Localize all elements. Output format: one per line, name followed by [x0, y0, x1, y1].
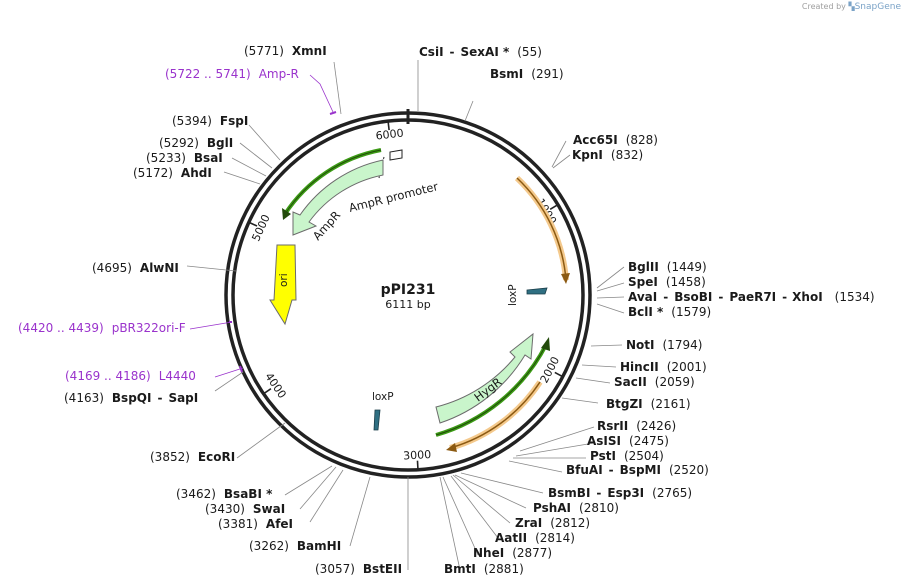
label-psti: PstI(2504) — [590, 449, 664, 463]
label-bamhi: (3262)BamHI — [249, 539, 341, 553]
label-pbr322ori-f: (4420 .. 4439)pBR322ori-F — [18, 321, 186, 335]
feature-orange-bottom-arrow — [446, 443, 457, 452]
label-bsmbi-esp3i: BsmBI-Esp3I(2765) — [548, 486, 692, 500]
label-rsrii: RsrII(2426) — [597, 419, 676, 433]
label-amp-r: (5722 .. 5741)Amp-R — [165, 67, 299, 81]
label-pshai: PshAI(2810) — [533, 501, 619, 515]
label-fspi: (5394)FspI — [172, 114, 248, 128]
label-noti: NotI(1794) — [626, 338, 702, 352]
plasmid-size: 6111 bp — [385, 298, 430, 311]
label-asisi: AsISI(2475) — [587, 434, 669, 448]
feature-ori-arrow — [269, 244, 297, 326]
feature-label-loxp-right: loxP — [507, 284, 519, 306]
label-hincii: HincII(2001) — [620, 360, 707, 374]
label-bglii: BglII(1449) — [628, 260, 707, 274]
label-bcli: BclI *(1579) — [628, 305, 711, 319]
feature-hygr-arrow — [435, 332, 534, 424]
tick-mark — [554, 371, 564, 378]
label-l4440: (4169 .. 4186)L4440 — [65, 369, 196, 383]
feature-loxp-right — [526, 287, 548, 295]
label-xmni: (5771)XmnI — [244, 44, 327, 58]
label-csii-sexai: CsiI-SexAI *(55) — [419, 45, 542, 59]
snapgene-logo-icon: ▚ — [848, 2, 855, 11]
label-spei: SpeI(1458) — [628, 275, 706, 289]
feature-label-ampr-promoter: AmpR promoter — [347, 179, 439, 215]
label-bsmi: BsmI(291) — [490, 67, 564, 81]
feature-ampr-promoter — [389, 149, 403, 161]
label-ahdi: (5172)AhdI — [133, 166, 212, 180]
credit-prefix: Created by — [801, 2, 846, 11]
primer-l4440 — [239, 365, 243, 373]
label-swai: (3430)SwaI — [205, 502, 285, 516]
tick-mark — [248, 221, 258, 227]
label-zrai: ZraI(2812) — [515, 516, 590, 530]
label-btgzi: BtgZI(2161) — [606, 397, 691, 411]
label-bsabi: (3462)BsaBI * — [176, 487, 273, 501]
tick-mark — [263, 388, 272, 395]
leader-lines — [186, 60, 625, 571]
tick-label: 6000 — [375, 126, 404, 142]
label-bfuai-bspmi: BfuAI-BspMI(2520) — [566, 463, 709, 477]
feature-hygr-green-arrow — [541, 337, 550, 351]
label-ecori: (3852)EcoRI — [150, 450, 235, 464]
feature-orange-right-arrow — [561, 273, 570, 284]
tick-label: 3000 — [403, 448, 432, 463]
feature-ampr-arrow — [292, 159, 384, 236]
label-sacii: SacII(2059) — [614, 375, 695, 389]
tick-mark — [387, 121, 390, 131]
credit: Created by ▚SnapGene — [802, 2, 901, 12]
primer-amp-r — [329, 111, 337, 115]
label-bsai: (5233)BsaI — [146, 151, 223, 165]
label-bgli: (5292)BglI — [159, 136, 233, 150]
label-bmti: BmtI(2881) — [444, 562, 524, 576]
label-avai-group: AvaI-BsoBI-PaeR7I-XhoI(1534) — [628, 290, 875, 304]
feature-orange-right-line — [516, 177, 567, 281]
label-kpni: KpnI(832) — [572, 148, 643, 162]
plasmid-name: pPI231 — [381, 282, 436, 298]
label-bsteii: (3057)BstEII — [315, 562, 402, 576]
feature-loxp-bottom — [373, 409, 381, 431]
tick-mark — [416, 460, 419, 470]
feature-label-ori: ori — [278, 273, 290, 287]
credit-brand: SnapGene — [854, 2, 901, 12]
tick-mark — [549, 203, 559, 210]
label-aatii: AatII(2814) — [495, 531, 575, 545]
tick-label: 2000 — [538, 354, 563, 385]
feature-label-loxp-bottom: loxP — [372, 391, 394, 403]
feature-ampr-green-arrow — [282, 208, 291, 220]
label-nhei: NheI(2877) — [473, 546, 552, 560]
label-bspqi-sapi: (4163)BspQI-SapI — [64, 391, 198, 405]
label-afei: (3381)AfeI — [218, 517, 293, 531]
label-alwni: (4695)AlwNI — [92, 261, 179, 275]
label-acc65i: Acc65I(828) — [573, 133, 658, 147]
